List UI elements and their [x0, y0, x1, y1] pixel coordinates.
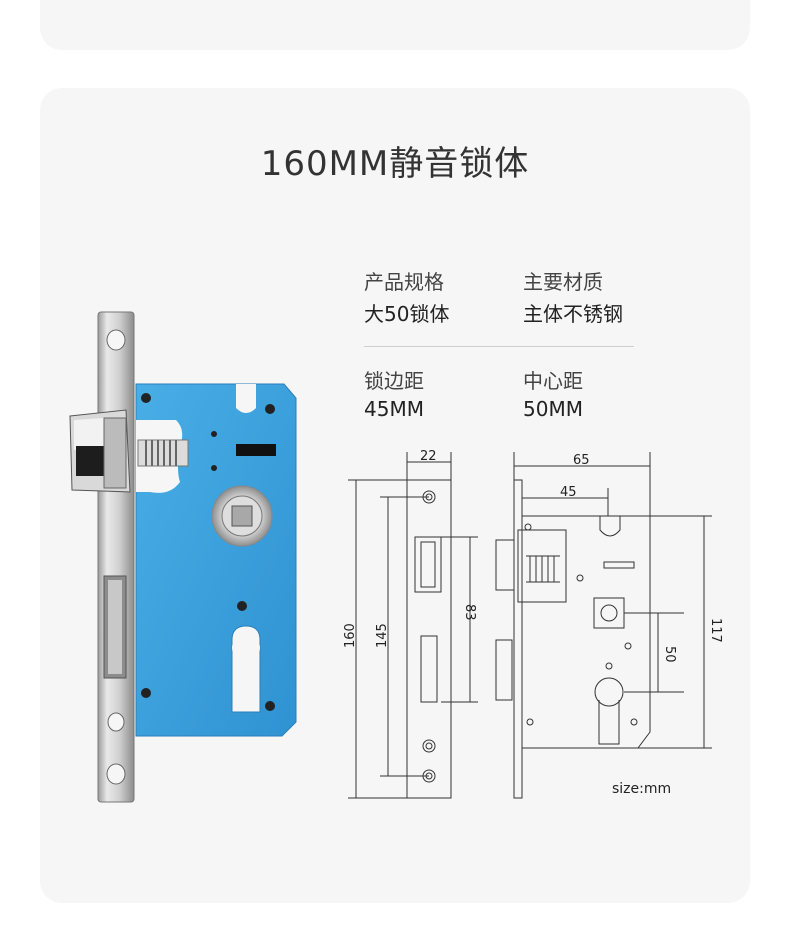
backset-label: 锁边距 [364, 369, 424, 393]
screw-icons [141, 393, 275, 711]
center-distance-label: 中心距 [523, 369, 583, 393]
size-unit-note: size:mm [612, 781, 672, 797]
dim-body-width: 65 [573, 453, 590, 468]
lock-body-drawing [495, 452, 712, 799]
page-title: 160MM静音锁体 [260, 144, 530, 184]
backset-value: 45MM [364, 397, 424, 421]
material-label: 主要材质 [523, 270, 603, 294]
spec-divider [364, 346, 634, 347]
dim-center-distance: 50 [662, 646, 677, 663]
center-distance-value: 50MM [523, 397, 583, 421]
spec-label: 产品规格 [364, 270, 444, 294]
deadbolt-slot [236, 444, 276, 456]
latch-spring [137, 439, 189, 467]
faceplate [97, 311, 135, 803]
dim-faceplate-length: 160 [343, 623, 358, 648]
handle-hub [211, 485, 273, 547]
faceplate-drawing [348, 452, 478, 799]
dim-faceplate-width: 22 [420, 449, 437, 464]
dim-body-height: 117 [708, 618, 723, 643]
dim-latch-window: 83 [462, 604, 477, 621]
dim-screw-spacing: 145 [375, 623, 390, 648]
top-card [40, 0, 750, 50]
spec-value: 大50锁体 [364, 302, 450, 326]
latch-bolt [69, 409, 131, 493]
dim-backset: 45 [560, 485, 577, 500]
material-value: 主体不锈钢 [523, 302, 623, 326]
lock-case [135, 383, 297, 737]
